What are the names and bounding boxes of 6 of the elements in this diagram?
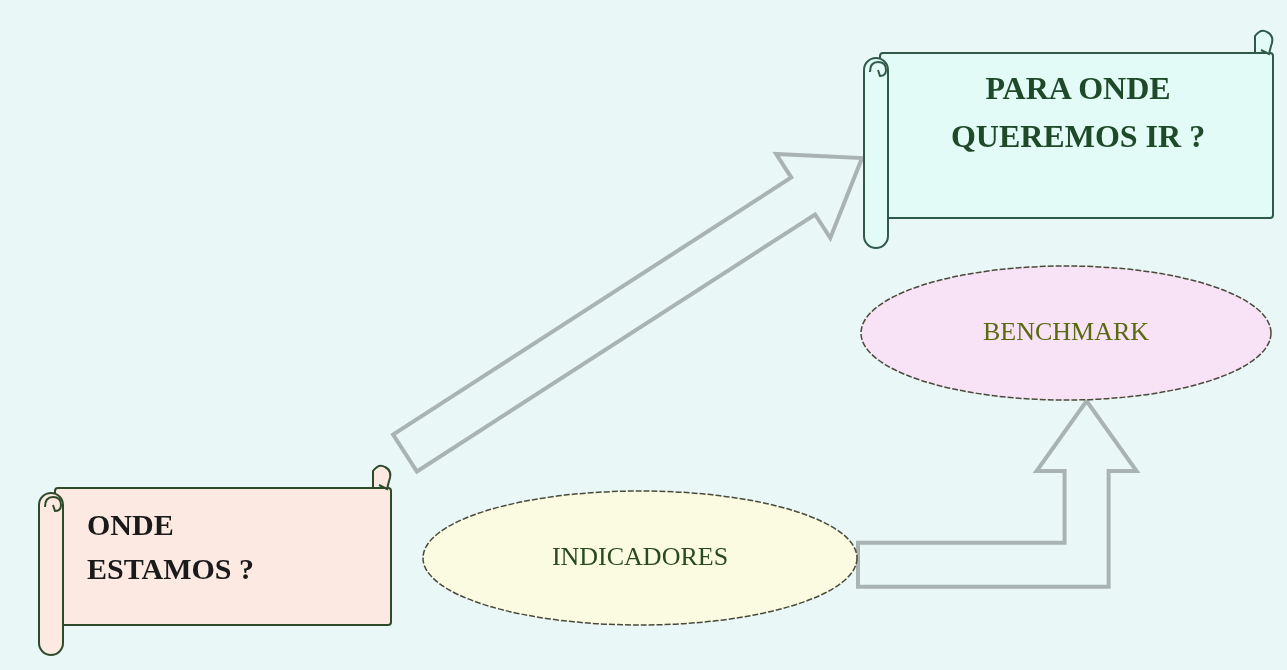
ellipse-label: BENCHMARK (981, 316, 1151, 348)
ellipse-label: INDICADORES (550, 541, 730, 573)
block-arrow (390, 151, 865, 475)
banner-text: ONDE ESTAMOS ? (87, 507, 255, 587)
banner-text: PARA ONDE QUEREMOS IR ? (949, 69, 1207, 156)
block-arrow (856, 397, 1141, 589)
